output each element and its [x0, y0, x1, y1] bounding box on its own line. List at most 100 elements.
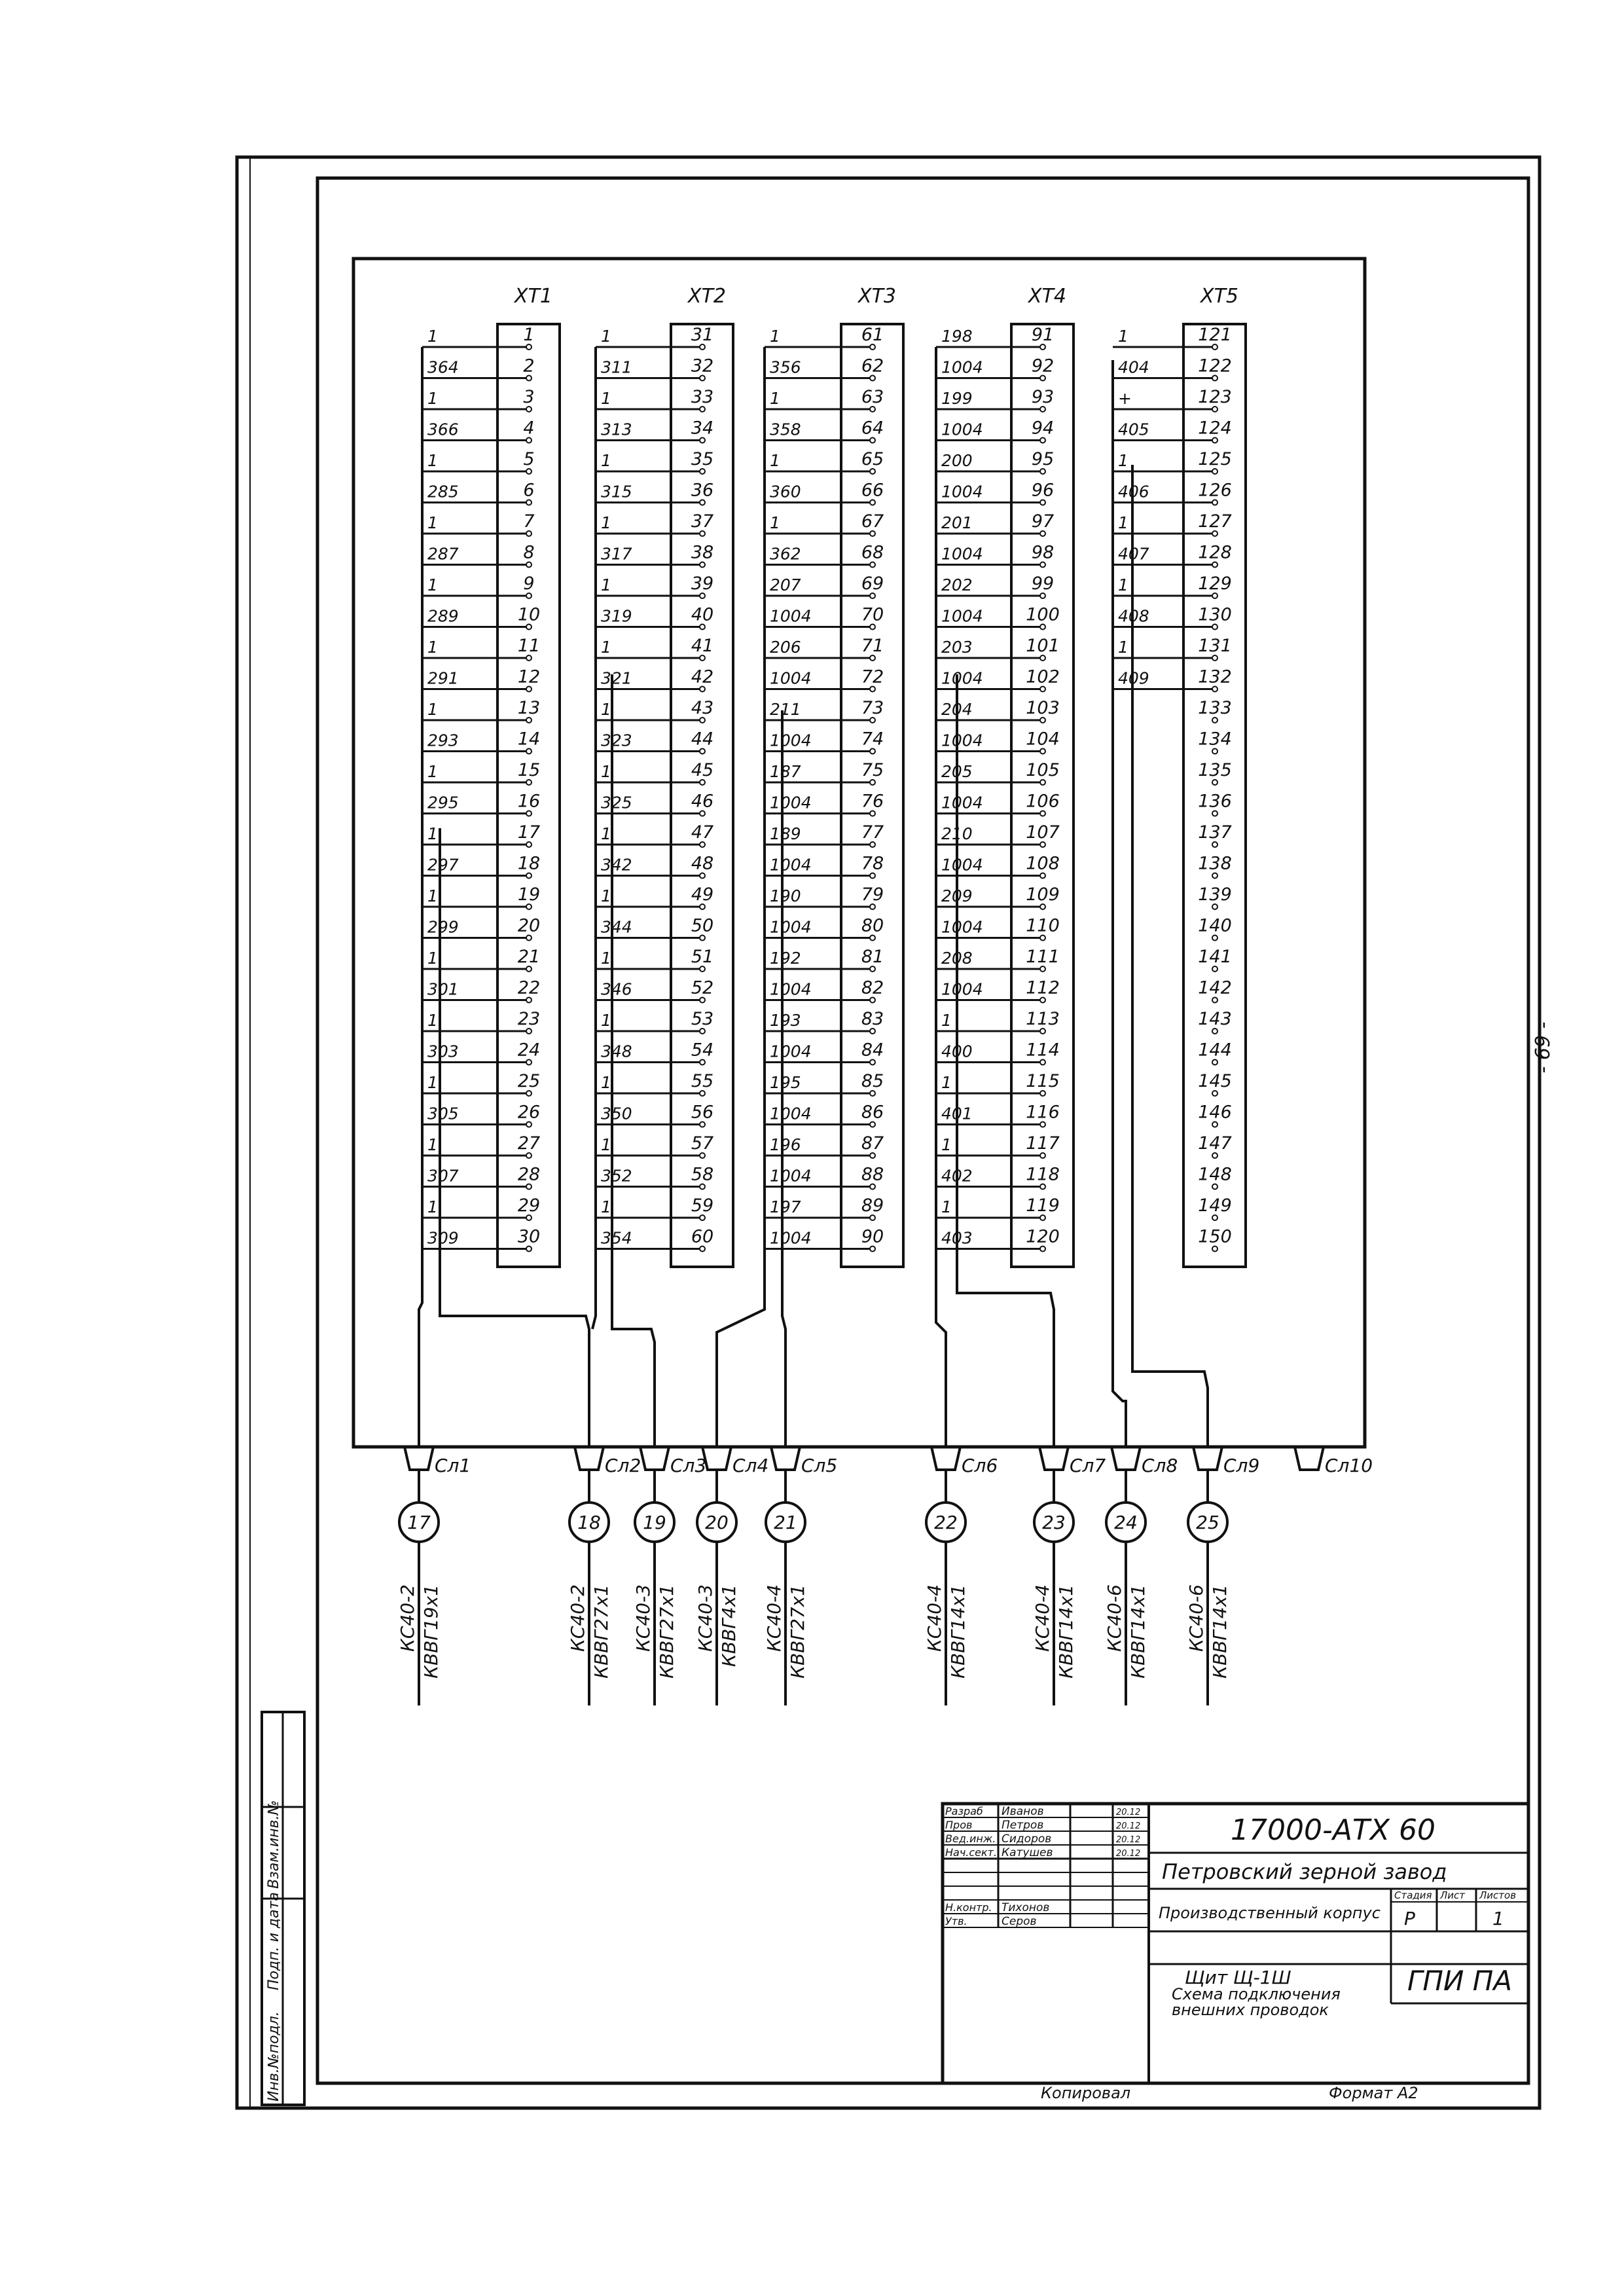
terminal-pin-number: 36	[691, 481, 713, 501]
wire-number: 1	[770, 513, 780, 532]
terminal-contact	[1212, 1121, 1218, 1128]
terminal-contact	[869, 655, 876, 661]
terminal-pin-number: 130	[1198, 605, 1232, 625]
terminal-block-xt4: XT49119892100493199941004952009610049720…	[936, 285, 1075, 1268]
wire-number: 1004	[770, 793, 812, 812]
terminal-pin-number: 11	[518, 636, 540, 656]
terminal-contact	[526, 468, 532, 475]
wire-number: 287	[427, 545, 459, 564]
terminal-contact	[526, 1183, 532, 1190]
terminal-contact	[1039, 934, 1046, 941]
wire-number: 1	[601, 575, 611, 594]
gland-label: Сл10	[1325, 1455, 1373, 1476]
side-strip-label: Подп. и дата	[266, 1892, 282, 1990]
wire-number: 195	[770, 1073, 801, 1092]
wire-number: 1004	[941, 483, 983, 501]
wire-number: 1	[601, 513, 611, 532]
terminal-contact	[526, 1028, 532, 1034]
terminal-pin-number: 120	[1026, 1227, 1060, 1247]
cable-number: 19	[643, 1512, 666, 1533]
terminal-contact	[869, 717, 876, 723]
terminal-pin-number: 109	[1026, 884, 1060, 905]
terminal-pin-number: 6	[523, 481, 534, 501]
wire-number: 1	[427, 451, 438, 470]
wire-number: 1004	[941, 545, 983, 564]
wire-number: 1	[601, 1011, 611, 1030]
wire-number: 1	[427, 575, 438, 594]
wire-number: 350	[601, 1104, 632, 1123]
wire-number: 1	[941, 1011, 952, 1030]
terminal-pin-number: 60	[691, 1227, 713, 1247]
terminal-contact	[699, 499, 706, 506]
terminal-contact	[869, 748, 876, 755]
terminal-contact	[869, 1245, 876, 1252]
drawing-code: 17000-АТХ 60	[1231, 1813, 1435, 1847]
terminal-contact	[526, 903, 532, 910]
terminal-pin-number: 141	[1198, 947, 1232, 967]
terminal-contact	[1212, 779, 1218, 786]
bundle-cable-22	[935, 347, 947, 1447]
wire-number: 309	[427, 1229, 459, 1248]
terminal-contact	[869, 530, 876, 537]
wire-number: 1	[427, 1011, 438, 1030]
staff-role: Н.контр.	[945, 1901, 992, 1914]
terminal-contact	[526, 530, 532, 537]
wire-number: 1	[941, 1197, 952, 1216]
terminal-contact	[526, 934, 532, 941]
terminal-pin-number: 17	[518, 822, 540, 843]
terminal-contact	[1212, 623, 1218, 630]
terminal-contact	[1039, 1090, 1046, 1097]
wire-number: 1004	[770, 607, 812, 626]
wire-number: 313	[601, 420, 632, 439]
staff-date: 20.12	[1116, 1835, 1140, 1845]
terminal-pin-number: 38	[691, 543, 713, 563]
cable-gland: Сл5	[770, 1446, 837, 1476]
cable-gland: Сл6	[930, 1446, 998, 1476]
cable-type: КВВГ27х1	[590, 1584, 612, 1679]
stage-value: Р	[1404, 1908, 1415, 1929]
terminal-contact	[1212, 406, 1218, 412]
wire-number: 1004	[941, 607, 983, 626]
terminal-contact	[526, 1090, 532, 1097]
cable-mark: КС40-3	[695, 1584, 716, 1652]
terminal-contact	[869, 344, 876, 350]
terminal-contact	[699, 1121, 706, 1128]
cable-type: КВВГ14х1	[1209, 1584, 1231, 1679]
cable-number: 23	[1042, 1512, 1066, 1533]
wire-number: 1004	[770, 856, 812, 875]
cable-number: 24	[1114, 1512, 1138, 1533]
terminal-contact	[869, 468, 876, 475]
terminal-pin-number: 7	[523, 511, 534, 532]
wire-number: 297	[427, 856, 459, 875]
wire-number: 1	[427, 762, 438, 781]
wire-number: 1	[427, 1073, 438, 1092]
terminal-pin-number: 54	[691, 1040, 713, 1061]
terminal-contact	[526, 717, 532, 723]
bundle-xt2-left	[591, 347, 597, 1330]
terminal-pin-number: 13	[518, 698, 540, 718]
gland-label: Сл6	[962, 1455, 998, 1476]
wire-number: 1	[770, 327, 780, 346]
sheet-title-line: Схема подключения	[1172, 1985, 1341, 2003]
gland-label: Сл9	[1223, 1455, 1259, 1476]
terminal-pin-number: 32	[691, 356, 713, 376]
terminal-pin-number: 102	[1026, 667, 1060, 687]
terminal-pin-number: 122	[1198, 356, 1232, 376]
wire-number: 319	[601, 607, 632, 626]
terminal-pin-number: 111	[1026, 947, 1060, 967]
wire-number: 198	[941, 327, 973, 346]
terminal-pin-number: 4	[523, 418, 534, 439]
terminal-contact	[1039, 1152, 1046, 1159]
staff-date: 20.12	[1116, 1821, 1140, 1831]
terminal-contact	[1039, 903, 1046, 910]
staff-role: Вед.инж.	[945, 1832, 996, 1845]
terminal-pin-number: 131	[1198, 636, 1232, 656]
terminal-contact	[526, 996, 532, 1004]
terminal-pin-number: 132	[1198, 667, 1232, 687]
wire-number: 1004	[941, 980, 983, 999]
wire-number: 189	[770, 824, 801, 843]
cable-gland: Сл8	[1110, 1446, 1178, 1476]
terminal-pin-number: 21	[518, 947, 540, 967]
terminal-pin-number: 110	[1026, 916, 1060, 936]
terminal-pin-number: 20	[518, 916, 540, 936]
